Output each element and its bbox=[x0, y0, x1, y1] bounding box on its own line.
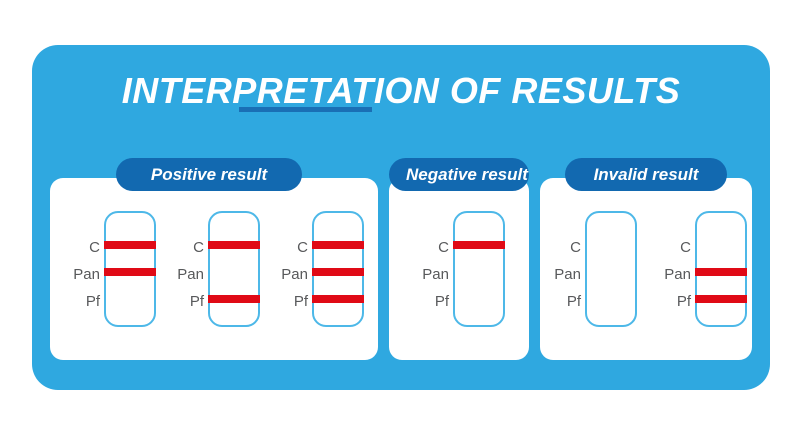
label-pf: Pf bbox=[566, 293, 581, 310]
strip-group-invalid: C Pan Pf C Pan Pf bbox=[540, 211, 752, 351]
test-strip-positive-3: C Pan Pf bbox=[272, 211, 364, 337]
band-pf bbox=[312, 295, 364, 303]
title-container: INTERPRETATION OF RESULTS bbox=[32, 70, 770, 112]
strip-group-positive: C Pan Pf C Pan Pf bbox=[50, 211, 378, 351]
panel-negative-result: Negative result C Pan Pf bbox=[389, 158, 529, 360]
page-title: INTERPRETATION OF RESULTS bbox=[121, 70, 681, 112]
page-title-text: INTERPRETATION OF RESULTS bbox=[121, 70, 681, 111]
strip-line-labels: C Pan Pf bbox=[545, 211, 585, 315]
label-pan: Pan bbox=[554, 266, 581, 283]
cassette-window bbox=[695, 211, 747, 327]
strip-line-labels: C Pan Pf bbox=[413, 211, 453, 315]
label-c: C bbox=[193, 239, 204, 256]
title-underline-accent bbox=[238, 106, 372, 112]
label-c: C bbox=[680, 239, 691, 256]
band-pan bbox=[695, 268, 747, 276]
label-pan: Pan bbox=[177, 266, 204, 283]
band-pan bbox=[312, 268, 364, 276]
panel-label-invalid: Invalid result bbox=[565, 158, 727, 191]
label-pf: Pf bbox=[293, 293, 308, 310]
panel-invalid-result: Invalid result C Pan Pf bbox=[540, 158, 752, 360]
strip-line-labels: C Pan Pf bbox=[655, 211, 695, 315]
test-strip-invalid-1: C Pan Pf bbox=[545, 211, 637, 337]
label-c: C bbox=[570, 239, 581, 256]
band-pan bbox=[104, 268, 156, 276]
cassette-window bbox=[312, 211, 364, 327]
band-c bbox=[312, 241, 364, 249]
label-c: C bbox=[297, 239, 308, 256]
label-pan: Pan bbox=[422, 266, 449, 283]
strip-line-labels: C Pan Pf bbox=[272, 211, 312, 315]
label-pf: Pf bbox=[189, 293, 204, 310]
label-pf: Pf bbox=[85, 293, 100, 310]
cassette-window bbox=[585, 211, 637, 327]
interpretation-card: INTERPRETATION OF RESULTS Positive resul… bbox=[32, 45, 770, 390]
panel-label-negative: Negative result bbox=[389, 158, 529, 191]
band-pf bbox=[695, 295, 747, 303]
label-c: C bbox=[438, 239, 449, 256]
label-pan: Pan bbox=[73, 266, 100, 283]
test-strip-invalid-2: C Pan Pf bbox=[655, 211, 747, 337]
cassette-window bbox=[104, 211, 156, 327]
label-pan: Pan bbox=[664, 266, 691, 283]
label-pan: Pan bbox=[281, 266, 308, 283]
panel-label-positive: Positive result bbox=[116, 158, 302, 191]
test-strip-negative-1: C Pan Pf bbox=[413, 211, 505, 337]
band-c bbox=[104, 241, 156, 249]
label-c: C bbox=[89, 239, 100, 256]
band-pf bbox=[208, 295, 260, 303]
cassette-window bbox=[453, 211, 505, 327]
panel-positive-result: Positive result C Pan Pf bbox=[50, 158, 378, 360]
cassette-window bbox=[208, 211, 260, 327]
strip-line-labels: C Pan Pf bbox=[168, 211, 208, 315]
test-strip-positive-1: C Pan Pf bbox=[64, 211, 156, 337]
band-c bbox=[208, 241, 260, 249]
label-pf: Pf bbox=[434, 293, 449, 310]
test-strip-positive-2: C Pan Pf bbox=[168, 211, 260, 337]
result-panels-row: Positive result C Pan Pf bbox=[50, 158, 752, 360]
label-pf: Pf bbox=[676, 293, 691, 310]
band-c bbox=[453, 241, 505, 249]
strip-group-negative: C Pan Pf bbox=[389, 211, 529, 351]
strip-line-labels: C Pan Pf bbox=[64, 211, 104, 315]
